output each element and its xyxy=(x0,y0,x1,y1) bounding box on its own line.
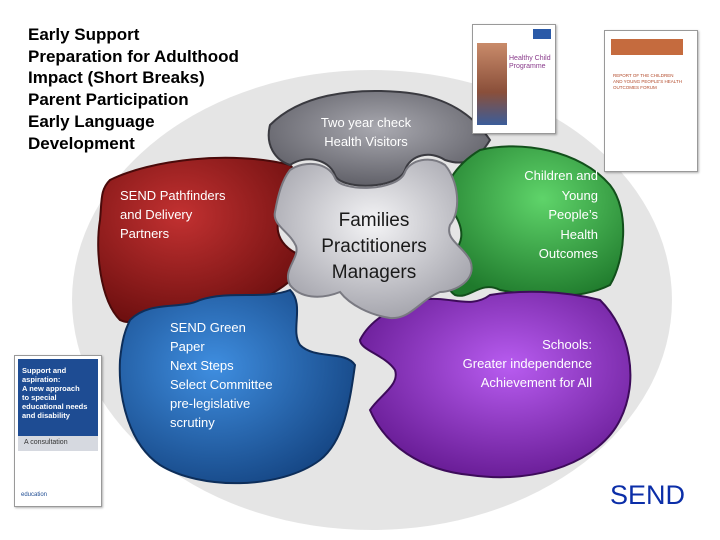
green-paper-subtitle: A consultation xyxy=(24,439,68,446)
green-paper-subtitle-band xyxy=(18,436,98,451)
label-line: pre-legislative xyxy=(170,396,251,411)
blue-puzzle-piece xyxy=(118,288,357,485)
label-line: Select Committee xyxy=(170,377,273,392)
title-line: and disability xyxy=(22,411,70,420)
red-piece-label: SEND Pathfinders and Delivery Partners xyxy=(120,186,226,243)
purple-puzzle-piece xyxy=(358,290,632,479)
healthy-child-programme-document: Healthy Child Programme xyxy=(472,24,556,134)
green-paper-cover-panel xyxy=(18,359,98,451)
label-line: Greater independence xyxy=(462,356,592,371)
label-line: Practitioners xyxy=(321,236,427,257)
label-line: People’s xyxy=(548,207,598,222)
title-line: educational needs xyxy=(22,402,88,411)
label-line: SEND Green xyxy=(170,320,246,335)
label-line: Two year check xyxy=(320,115,412,130)
top-left-list: Early Support Preparation for Adulthood … xyxy=(28,24,239,154)
title-line: Programme xyxy=(509,63,546,70)
label-line: scrutiny xyxy=(170,415,215,430)
label-line: and Delivery xyxy=(120,207,193,222)
label-line: Paper xyxy=(170,339,205,354)
purple-piece-label: Schools: Greater independence Achievemen… xyxy=(418,335,592,392)
list-item: Development xyxy=(28,133,135,153)
title-line: Healthy Child xyxy=(509,55,551,62)
label-line: Managers xyxy=(331,262,417,283)
label-line: Next Steps xyxy=(170,358,234,373)
label-line: Children and xyxy=(524,168,598,183)
label-line: Schools: xyxy=(542,337,592,352)
label-line: Health Visitors xyxy=(324,134,408,149)
title-line: aspiration: xyxy=(22,375,61,384)
label-line: Young xyxy=(561,187,598,203)
label-line: Outcomes xyxy=(538,246,598,261)
send-label: SEND xyxy=(610,480,686,510)
document-logo xyxy=(533,29,551,39)
title-line: to special xyxy=(22,393,57,402)
list-item: Parent Participation xyxy=(28,90,189,110)
list-item: Preparation for Adulthood xyxy=(28,46,239,66)
label-line: Achievement for All xyxy=(480,375,592,390)
title-line: AND YOUNG PEOPLE'S HEALTH xyxy=(613,79,682,84)
green-piece-label: Children and Young People’s Health Outco… xyxy=(484,166,598,264)
title-line: OUTCOMES FORUM xyxy=(613,85,657,90)
healthy-child-title: Healthy Child Programme xyxy=(509,55,551,71)
label-line: Partners xyxy=(120,226,170,241)
title-line: REPORT OF THE CHILDREN xyxy=(613,73,674,78)
report-header-band xyxy=(611,39,683,55)
title-line: A new approach xyxy=(22,384,80,393)
title-line: Support and xyxy=(22,366,67,375)
list-item: Impact (Short Breaks) xyxy=(28,68,205,88)
list-item: Early Support xyxy=(28,25,140,44)
center-puzzle-piece xyxy=(273,158,473,320)
label-line: Health xyxy=(560,226,598,242)
label-line: Families xyxy=(338,210,410,231)
green-paper-title: Support and aspiration: A new approach t… xyxy=(22,366,87,420)
blue-piece-label: SEND Green Paper Next Steps Select Commi… xyxy=(170,318,273,432)
top-piece-label: Two year check Health Visitors xyxy=(300,113,432,151)
top-puzzle-piece xyxy=(267,89,492,187)
list-item: Early Language xyxy=(28,111,155,131)
label-line: SEND Pathfinders xyxy=(120,188,226,203)
green-paper-footer: education xyxy=(21,492,48,498)
report-title: REPORT OF THE CHILDREN AND YOUNG PEOPLE'… xyxy=(613,73,682,91)
health-outcomes-report-document: REPORT OF THE CHILDREN AND YOUNG PEOPLE'… xyxy=(604,30,698,172)
children-photo xyxy=(477,43,507,125)
center-label: Families Practitioners Managers xyxy=(288,208,460,286)
green-paper-document: Support and aspiration: A new approach t… xyxy=(14,355,102,507)
